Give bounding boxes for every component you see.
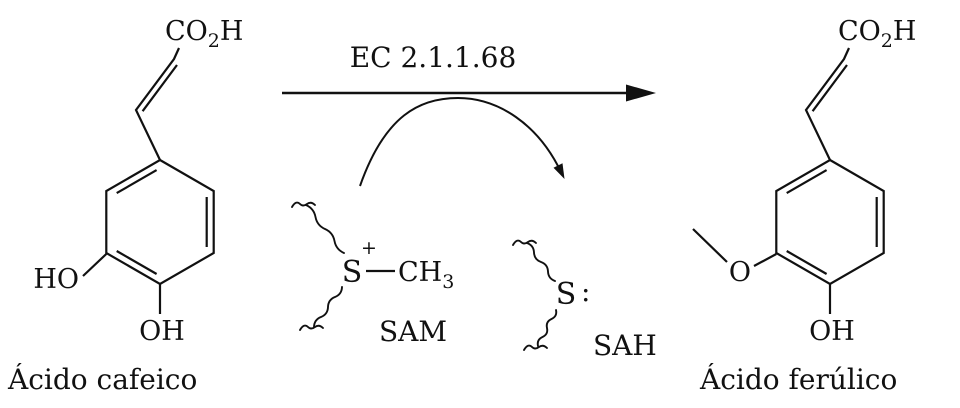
sah-wavy-terminus-top	[512, 239, 537, 246]
cofactor-arrowhead	[553, 163, 565, 179]
reaction-arrowhead	[626, 84, 656, 102]
hydroxyl-bonds	[82, 253, 162, 314]
sah-wavy-terminus-bottom	[523, 344, 548, 351]
sah-name: SAH	[593, 329, 657, 362]
sam-wavy-bond-top	[305, 204, 345, 254]
sah-wavy-bond-top	[526, 242, 556, 282]
vinyl-chain-bonds	[134, 47, 181, 161]
sam-sulfur-label: S	[342, 255, 363, 290]
sah-wavy-bond-bottom	[536, 309, 558, 347]
sah-lone-pair: :	[581, 275, 590, 308]
benzene-ring-double-bonds	[116, 169, 208, 275]
methoxy-bonds	[692, 228, 777, 267]
benzene-ring-double-bonds	[786, 169, 878, 275]
sah-sulfur-label: S	[556, 277, 577, 312]
caffeic-acid-structure: CO2H HO OH Ácido cafeico	[7, 16, 243, 396]
reactant-name: Ácido cafeico	[7, 363, 197, 396]
hydroxyl-left-label: HO	[33, 264, 79, 295]
product-name: Ácido ferúlico	[699, 363, 897, 396]
sam-wavy-bond-bottom	[313, 286, 343, 328]
benzene-ring	[105, 158, 215, 286]
enzyme-label: EC 2.1.1.68	[350, 41, 517, 74]
benzene-ring	[775, 158, 885, 286]
methoxy-oxygen-label: O	[729, 257, 751, 288]
sam-charge-label: +	[361, 237, 377, 259]
sam-wavy-terminus-bottom	[299, 324, 324, 331]
cofactor-curved-arrow	[359, 96, 562, 187]
methyl-label: CH3	[398, 257, 454, 293]
reaction-arrow-group: EC 2.1.1.68	[282, 41, 656, 187]
ferulic-acid-structure: CO2H O OH Ácido ferúlico	[692, 16, 916, 396]
vinyl-chain-bonds	[804, 47, 851, 161]
sam-structure: S + CH3 SAM	[291, 201, 454, 348]
sam-name: SAM	[379, 315, 447, 348]
sah-structure: S : SAH	[512, 239, 657, 362]
carboxyl-label: CO2H	[838, 16, 916, 52]
hydroxyl-bottom-label: OH	[809, 316, 855, 347]
carboxyl-label: CO2H	[165, 16, 243, 52]
sam-wavy-terminus-top	[291, 201, 316, 208]
hydroxyl-bottom-label: OH	[139, 316, 185, 347]
